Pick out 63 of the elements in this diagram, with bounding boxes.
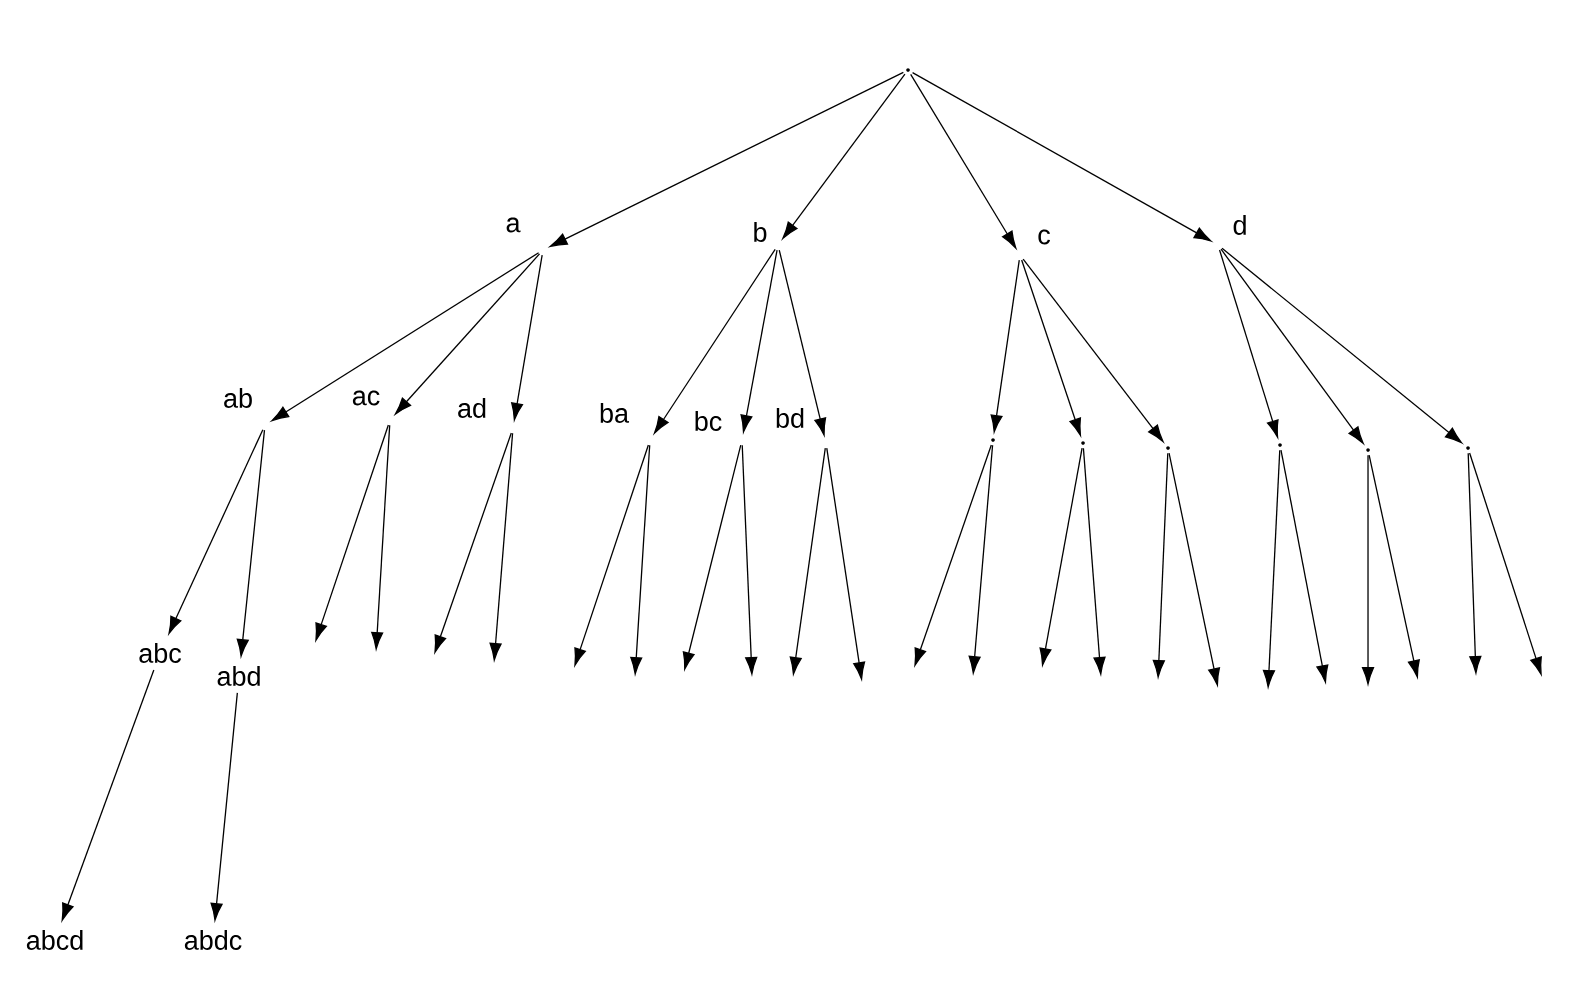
node-label: b xyxy=(754,222,767,242)
arrow xyxy=(1218,249,1279,438)
arrow xyxy=(740,249,778,433)
arrow xyxy=(1280,449,1329,683)
node-label: abcd xyxy=(26,930,83,950)
node-label: abc xyxy=(139,643,182,663)
arrow xyxy=(371,424,391,650)
node-label: abd xyxy=(217,666,260,686)
arrow xyxy=(1022,258,1164,443)
arrow xyxy=(910,73,1017,249)
node-label: ab xyxy=(224,388,252,408)
arrow xyxy=(1168,452,1221,686)
arrow xyxy=(1221,247,1463,444)
branch-point xyxy=(1081,441,1085,445)
arrow xyxy=(489,432,514,661)
arrow xyxy=(911,71,1212,242)
arrow xyxy=(236,429,266,657)
arrow xyxy=(1368,454,1420,678)
node-label: ac xyxy=(352,390,380,406)
arrow xyxy=(1021,259,1082,436)
arrow xyxy=(549,71,904,247)
branch-point xyxy=(1278,443,1282,447)
arrow xyxy=(315,424,389,641)
branch-point xyxy=(906,68,910,72)
branch-point xyxy=(1366,448,1370,452)
node-label: bd xyxy=(776,408,804,428)
arrow xyxy=(1039,447,1083,666)
node-label: bc xyxy=(695,411,722,431)
arrow xyxy=(630,444,651,675)
arrow xyxy=(1082,447,1106,675)
arrow xyxy=(682,444,742,670)
arrow xyxy=(990,259,1020,433)
branch-point xyxy=(1466,446,1470,450)
node-label: ad xyxy=(458,398,486,418)
node-label: a xyxy=(506,217,521,233)
arrow xyxy=(741,444,758,675)
arrow xyxy=(826,447,866,680)
arrow xyxy=(61,669,155,921)
branch-point xyxy=(991,438,995,442)
arrow xyxy=(1152,452,1169,678)
arrow xyxy=(778,249,827,436)
arrow xyxy=(1468,452,1542,675)
node-label: ba xyxy=(600,403,630,423)
node-label: abdc xyxy=(184,930,242,950)
arrow xyxy=(1262,449,1281,688)
arrow xyxy=(210,692,238,921)
arrow xyxy=(1467,452,1482,674)
arrow xyxy=(968,444,994,674)
arrow xyxy=(914,444,992,666)
arrow xyxy=(271,252,540,422)
arrow xyxy=(1361,454,1375,685)
arrow xyxy=(782,73,906,239)
arrow xyxy=(574,444,649,666)
arrow xyxy=(511,254,543,421)
node-label: c xyxy=(1038,229,1051,245)
arrow xyxy=(789,447,826,675)
arrow xyxy=(434,432,512,653)
arrow xyxy=(168,429,264,634)
arrow xyxy=(653,248,776,434)
arrow xyxy=(1220,248,1364,444)
branch-point xyxy=(1166,446,1170,450)
node-label: d xyxy=(1233,215,1246,235)
arrow xyxy=(394,253,541,415)
